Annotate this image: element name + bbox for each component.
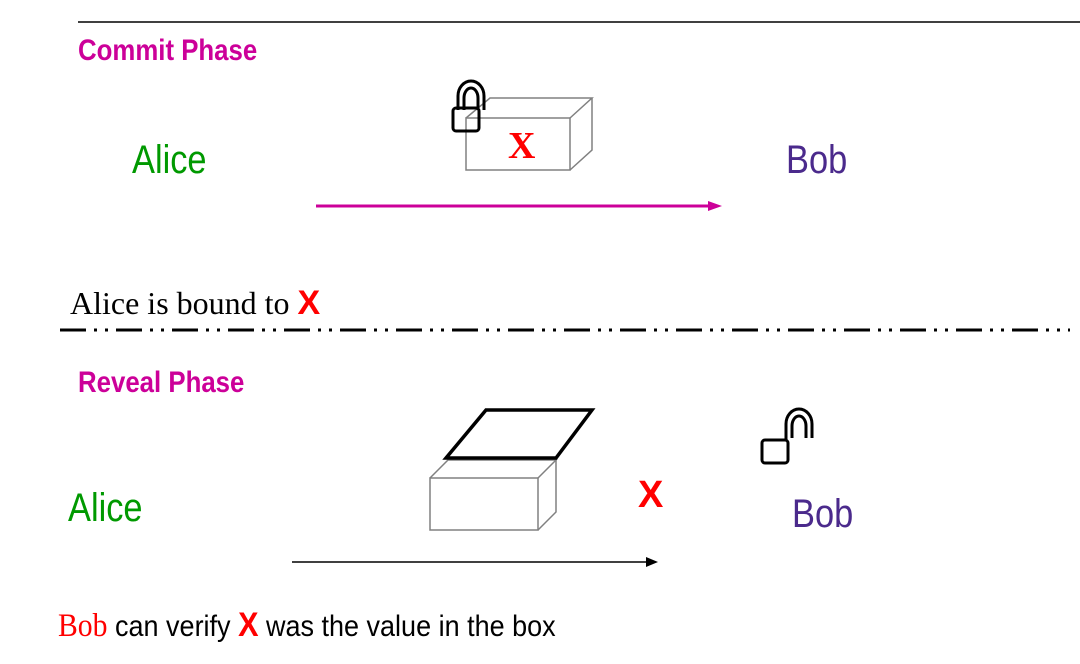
verify-text-2: was the value in the box [258, 610, 556, 643]
commit-alice-label: Alice [132, 138, 207, 182]
closed-padlock-icon [451, 79, 486, 133]
open-box-icon [429, 408, 596, 531]
commit-bound-statement: Alice is bound to X [70, 284, 320, 323]
bound-text: Alice is bound to [70, 285, 298, 321]
commit-arrow [316, 201, 722, 211]
verify-text-1: can verify [107, 610, 239, 643]
reveal-alice-label: Alice [68, 486, 143, 530]
reveal-verify-statement: Bob can verify X was the value in the bo… [58, 606, 556, 645]
commit-box-value: X [508, 125, 536, 167]
reveal-phase-title: Reveal Phase [78, 366, 245, 399]
reveal-arrow [292, 557, 658, 567]
verify-subject: Bob [58, 608, 108, 644]
reveal-bob-label: Bob [792, 492, 854, 536]
open-padlock-icon [760, 407, 814, 465]
commit-bob-label: Bob [786, 138, 848, 182]
bound-value-x: X [297, 284, 321, 322]
reveal-sent-value: X [638, 474, 664, 516]
commit-phase-title: Commit Phase [78, 34, 258, 67]
verify-value-x: X [238, 606, 259, 644]
